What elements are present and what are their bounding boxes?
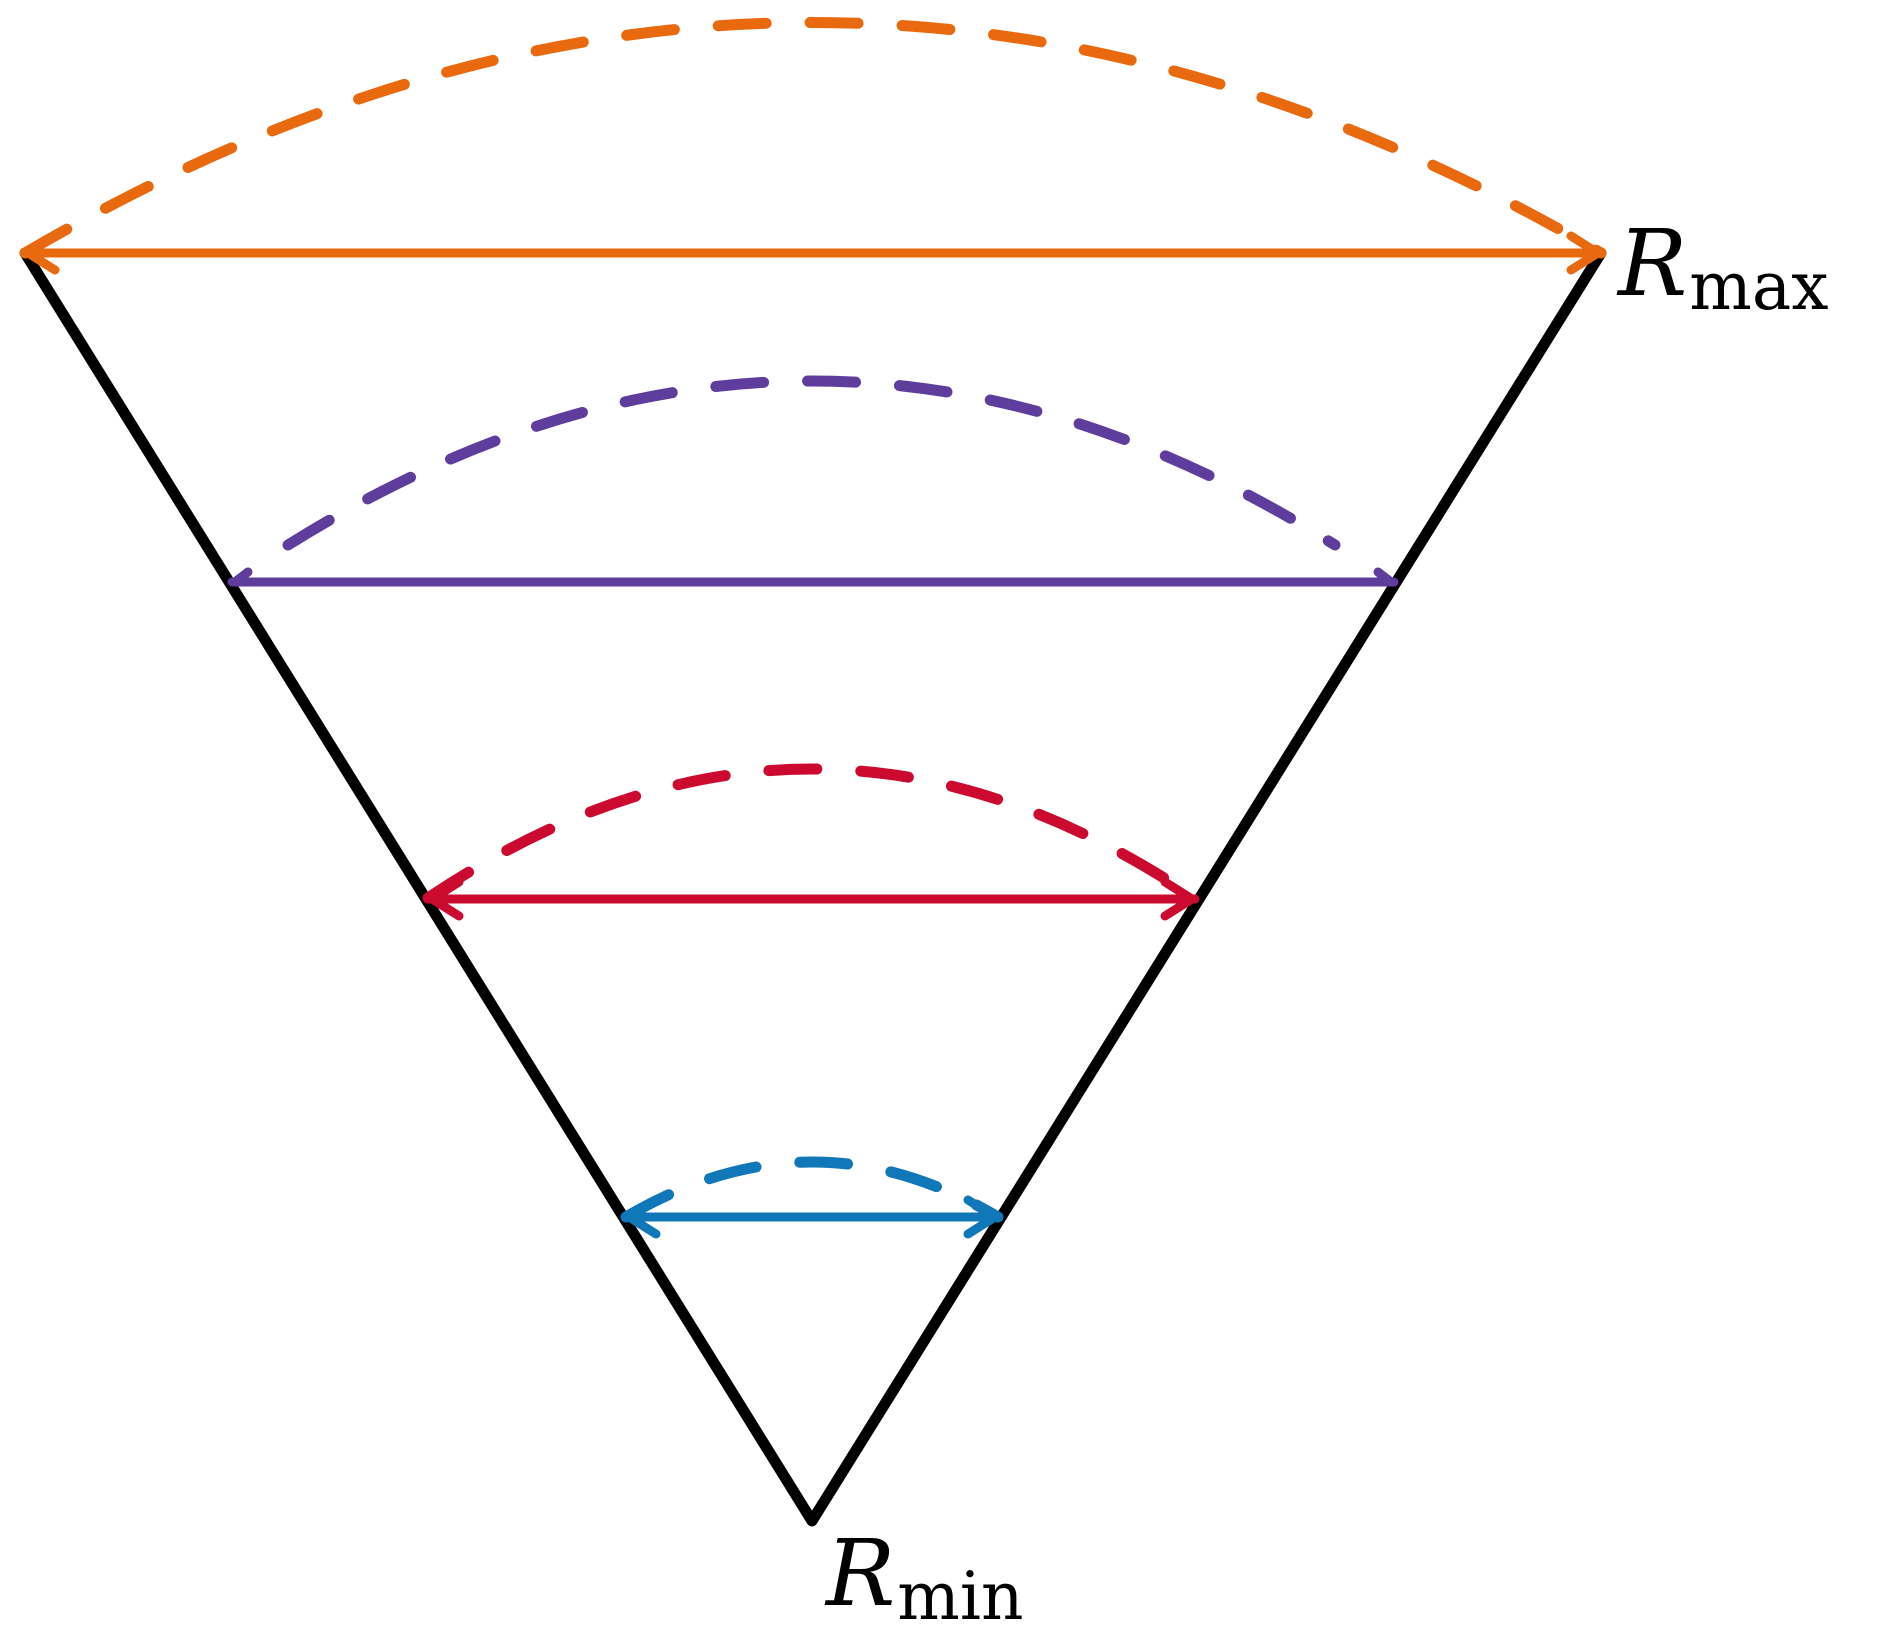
level-1-dashed-arc <box>19 17 1607 259</box>
r-max-subscript: max <box>1689 248 1828 325</box>
level-3-left-arrowhead <box>427 877 464 921</box>
r-min-label: Rmin <box>824 1520 1023 1633</box>
level-1-right-arrowhead <box>1566 231 1603 275</box>
r-min-subscript: min <box>897 1558 1023 1633</box>
level-3-dashed-arc <box>422 763 1201 904</box>
level-2 <box>227 375 1399 587</box>
level-3-right-arrowhead <box>1160 877 1197 921</box>
cone-outline <box>19 247 1607 1527</box>
level-4-dashed-arc <box>620 1156 1004 1223</box>
level-4-right-arrowhead <box>963 1195 1000 1239</box>
level-4-left-arrowhead <box>624 1195 661 1239</box>
level-2-dashed-arc <box>282 375 1341 551</box>
level-2-right-arrowhead <box>1373 567 1396 587</box>
level-4 <box>620 1156 1004 1239</box>
level-2-left-arrowhead <box>230 567 253 587</box>
level-1-left-arrowhead <box>23 231 60 275</box>
r-min-symbol: R <box>824 1520 895 1627</box>
level-3 <box>422 763 1201 921</box>
r-max-label: Rmax <box>1616 210 1828 325</box>
r-max-symbol: R <box>1616 210 1687 317</box>
level-1 <box>19 17 1607 275</box>
